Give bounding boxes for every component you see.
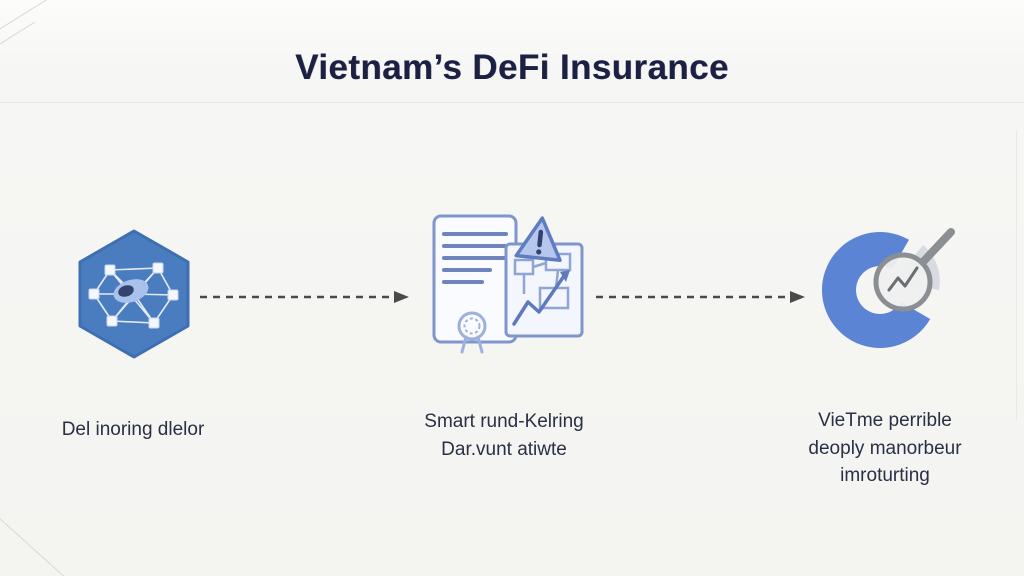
- step2-caption: Smart rund-Kelring Dar.vunt atiwte: [424, 411, 584, 460]
- corner-diagonal-line: [0, 511, 75, 576]
- corner-diagonal-line: [0, 0, 53, 34]
- dashed-arrow-icon: [596, 291, 805, 303]
- page-title: Vietnam’s DeFi Insurance: [295, 48, 729, 87]
- hexagon-svg: [78, 229, 190, 359]
- arrow-step1-to-step2: [198, 289, 412, 305]
- divider-line: [0, 102, 1024, 103]
- risk-pie-chart-magnifier-icon: [805, 208, 965, 372]
- right-edge-line: [1016, 130, 1017, 420]
- smart-contract-document-warning-icon: [420, 210, 590, 372]
- dashed-arrow-icon: [200, 291, 409, 303]
- step3-caption: VieTme perrible deoply manorbeur imrotur…: [808, 410, 962, 487]
- arrow-step2-to-step3: [594, 289, 808, 305]
- blockchain-network-hexagon-icon: [73, 227, 195, 361]
- pie-svg: [821, 228, 955, 349]
- step1-caption: Del inoring dlelor: [61, 419, 205, 440]
- document-svg: [432, 214, 584, 354]
